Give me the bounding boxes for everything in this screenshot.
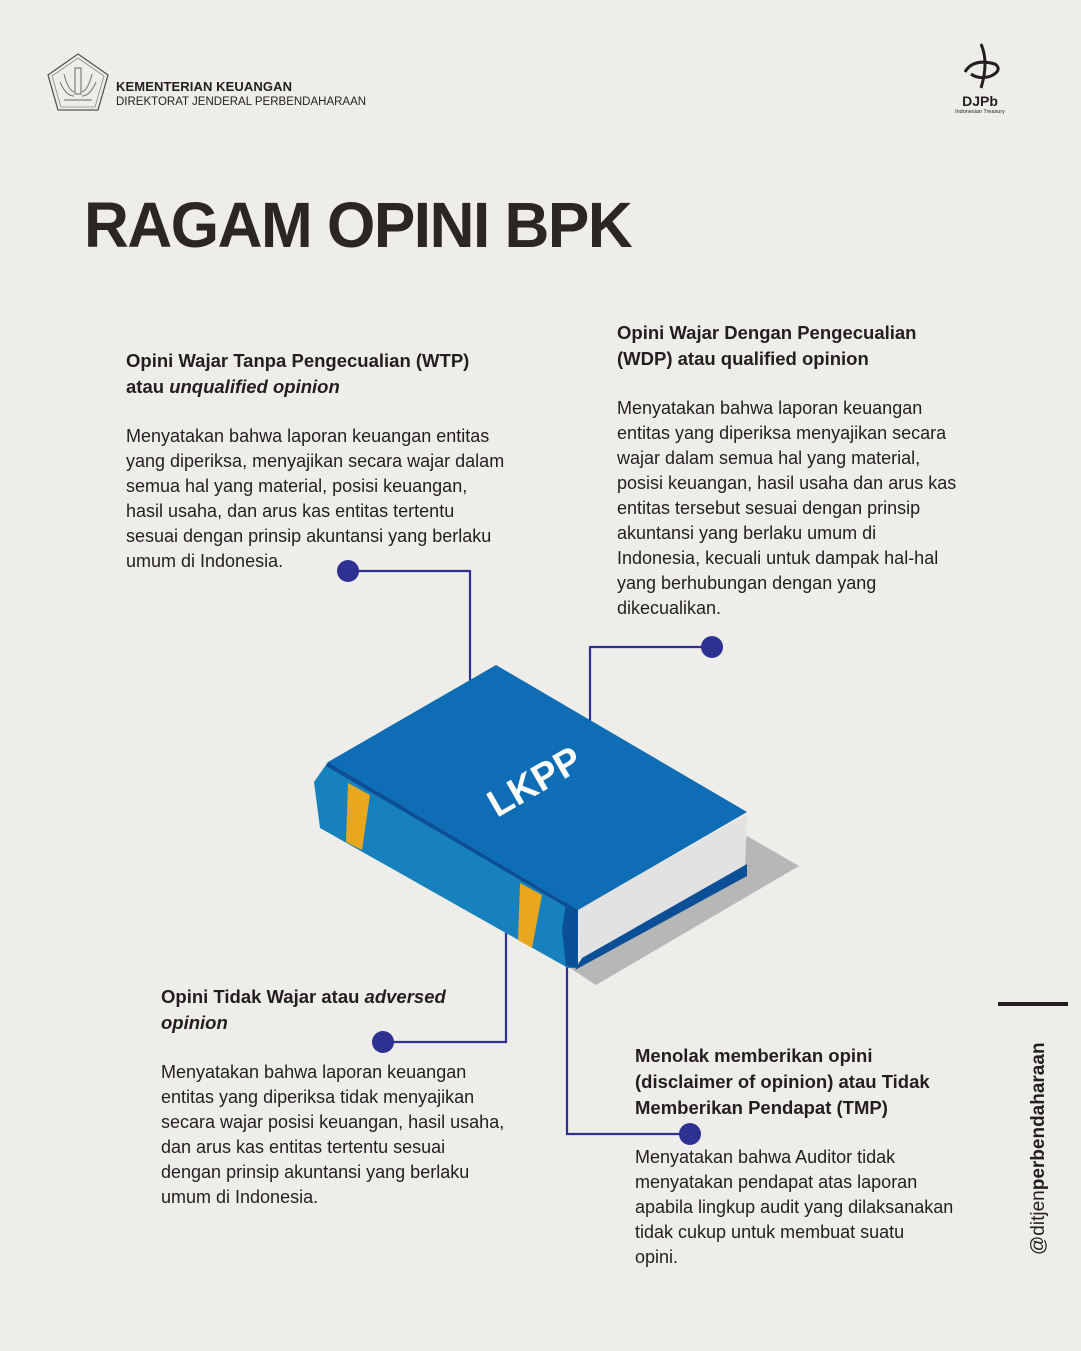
- body-line: umum di Indonesia.: [161, 1187, 319, 1207]
- wdp-title-line: (WDP) atau qualified opinion: [617, 348, 869, 369]
- body-line: yang diperiksa, menyajikan secara wajar …: [126, 451, 505, 471]
- body-line: menyatakan pendapat atas laporan: [635, 1172, 918, 1192]
- body-line: Menyatakan bahwa laporan keuangan: [161, 1062, 467, 1082]
- wtp-title-italic: unqualified opinion: [169, 376, 340, 397]
- wtp-title-line: atau unqualified opinion: [126, 374, 504, 400]
- directorate-name: DIREKTORAT JENDERAL PERBENDAHARAAN: [116, 96, 367, 108]
- body-line: entitas yang diperiksa tidak menyajikan: [161, 1087, 475, 1107]
- divider: [998, 1002, 1068, 1006]
- adverse-title: Opini Tidak Wajar atau adversed opinion: [161, 984, 504, 1036]
- social-handle: @ditjenperbendaharaan: [1028, 1042, 1050, 1255]
- wtp-title-prefix: atau: [126, 376, 170, 397]
- body-line: opini.: [635, 1247, 679, 1267]
- connector-lines: [348, 569, 712, 1136]
- section-wdp: Opini Wajar Dengan Pengecualian (WDP) at…: [617, 320, 956, 621]
- handle-prefix: @ditjen: [1028, 1190, 1049, 1255]
- djpb-logo-icon: [963, 43, 1000, 89]
- kemenkeu-logo-icon: [47, 53, 109, 111]
- body-line: sesuai dengan prinsip akuntansi yang ber…: [126, 526, 492, 546]
- section-tmp: Menolak memberikan opini (disclaimer of …: [635, 1043, 953, 1270]
- body-line: entitas yang diperiksa menyajikan secara: [617, 423, 947, 443]
- djpb-tagline: Indonesian Treasury: [955, 109, 1005, 115]
- tmp-title-line: Menolak memberikan opini: [635, 1045, 873, 1066]
- body-line: dan arus kas entitas tertentu sesuai: [161, 1137, 446, 1157]
- book-pages: [578, 814, 747, 962]
- wdp-title: Opini Wajar Dengan Pengecualian (WDP) at…: [617, 320, 956, 372]
- body-line: dikecualikan.: [617, 598, 722, 618]
- adverse-title-prefix: Opini Tidak Wajar atau: [161, 986, 365, 1007]
- djpb-logo: DJPb Indonesian Treasury: [945, 42, 1015, 115]
- page-title: RAGAM OPINI BPK: [84, 189, 633, 261]
- adverse-title-line: Opini Tidak Wajar atau adversed: [161, 984, 504, 1010]
- book-cover: [328, 665, 747, 910]
- wtp-title-line: Opini Wajar Tanpa Pengecualian (WTP): [126, 350, 470, 371]
- adverse-body: Menyatakan bahwa laporan keuangan entita…: [161, 1060, 504, 1210]
- tmp-title-line: Memberikan Pendapat (TMP): [635, 1097, 888, 1118]
- wdp-title-line: Opini Wajar Dengan Pengecualian: [617, 322, 917, 343]
- section-adverse: Opini Tidak Wajar atau adversed opinion …: [161, 984, 504, 1210]
- djpb-name: DJPb: [962, 93, 998, 109]
- body-line: hasil usaha, dan arus kas entitas terten…: [126, 501, 455, 521]
- tmp-body: Menyatakan bahwa Auditor tidak menyataka…: [635, 1145, 953, 1270]
- body-line: Menyatakan bahwa Auditor tidak: [635, 1147, 896, 1167]
- handle-bold: perbendaharaan: [1028, 1042, 1049, 1191]
- book-spine: [314, 762, 578, 968]
- adverse-title-italic: adversed: [364, 986, 446, 1007]
- body-line: tidak cukup untuk membuat suatu: [635, 1222, 905, 1242]
- adverse-title-italic: opinion: [161, 1012, 228, 1033]
- connector-dots: [337, 560, 723, 1145]
- ministry-name: KEMENTERIAN KEUANGAN: [116, 79, 293, 94]
- wtp-title: Opini Wajar Tanpa Pengecualian (WTP) ata…: [126, 348, 504, 400]
- body-line: secara wajar posisi keuangan, hasil usah…: [161, 1112, 505, 1132]
- body-line: akuntansi yang berlaku umum di: [617, 523, 877, 543]
- body-line: wajar dalam semua hal yang material,: [617, 448, 921, 468]
- body-line: yang berhubungan dengan yang: [617, 573, 877, 593]
- adverse-title-line: opinion: [161, 1010, 504, 1036]
- wtp-body: Menyatakan bahwa laporan keuangan entita…: [126, 424, 504, 574]
- wdp-body: Menyatakan bahwa laporan keuangan entita…: [617, 396, 956, 621]
- body-line: entitas tersebut sesuai dengan prinsip: [617, 498, 921, 518]
- body-line: Menyatakan bahwa laporan keuangan entita…: [126, 426, 490, 446]
- body-line: dengan prinsip akuntansi yang berlaku: [161, 1162, 470, 1182]
- tmp-title-line: (disclaimer of opinion) atau Tidak: [635, 1071, 930, 1092]
- body-line: Menyatakan bahwa laporan keuangan: [617, 398, 923, 418]
- body-line: semua hal yang material, posisi keuangan…: [126, 476, 468, 496]
- body-line: Indonesia, kecuali untuk dampak hal-hal: [617, 548, 939, 568]
- section-wtp: Opini Wajar Tanpa Pengecualian (WTP) ata…: [126, 348, 504, 574]
- book-band: [346, 783, 370, 850]
- body-line: apabila lingkup audit yang dilaksanakan: [635, 1197, 954, 1217]
- body-line: posisi keuangan, hasil usaha dan arus ka…: [617, 473, 957, 493]
- body-line: umum di Indonesia.: [126, 551, 284, 571]
- book-band: [518, 883, 542, 948]
- tmp-title: Menolak memberikan opini (disclaimer of …: [635, 1043, 953, 1121]
